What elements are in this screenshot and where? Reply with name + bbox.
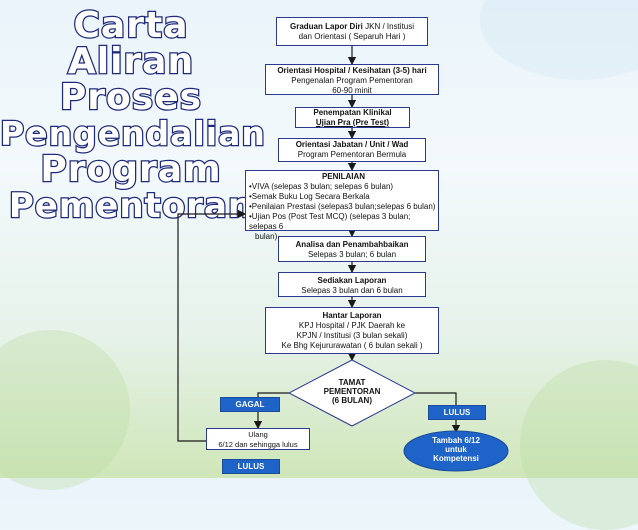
hantar-line4: Ke Bhg Kejururawatan ( 6 bulan sekali ): [281, 341, 423, 350]
decision-line2: PEMENTORAN: [323, 387, 381, 396]
graduan-line2: dan Orientasi ( Separuh Hari ): [298, 32, 406, 41]
hantar-line1: Hantar Laporan: [322, 311, 382, 320]
arrow: [253, 392, 289, 430]
lulus-bottom-label: LULUS: [222, 459, 280, 474]
graduan-line1: JKN / Institusi: [362, 22, 415, 31]
chart-title: Carta Aliran Proses Pengendalian Program…: [0, 5, 266, 226]
ulang-line1: Ulang: [248, 430, 268, 439]
node-ulang: Ulang 6/12 dan sehingga lulus: [206, 428, 310, 450]
orientasi-jabatan-line2: Program Pementoran Bermula: [297, 150, 407, 159]
analisa-line2: Selepas 3 bulan; 6 bulan: [307, 250, 397, 259]
sediakan-line2: Selepas 3 bulan dan 6 bulan: [301, 286, 403, 295]
penilaian-item: •VIVA (selepas 3 bulan; selepas 6 bulan): [249, 182, 394, 191]
graduan-bold: Graduan Lapor Diri: [289, 22, 363, 31]
gagal-label: GAGAL: [220, 397, 280, 412]
penilaian-item: bulan): [255, 232, 278, 241]
node-penempatan: Penempatan Klinikal Ujian Pra (Pre Test): [295, 107, 410, 128]
title-line: Carta: [72, 5, 189, 46]
tambah-line1: Tambah 6/12: [432, 436, 480, 445]
orientasi-hospital-line3: 60-90 minit: [332, 86, 372, 95]
node-analisa: Analisa dan Penambahbaikan Selepas 3 bul…: [278, 236, 426, 262]
node-hantar: Hantar Laporan KPJ Hospital / PJK Daerah…: [265, 307, 439, 354]
penilaian-item: •Semak Buku Log Secara Berkala: [249, 192, 370, 201]
arrow: [177, 209, 247, 442]
title-line: Pementoran: [8, 186, 254, 226]
title-line: Aliran: [67, 41, 195, 82]
decision-line3: (6 BULAN): [332, 396, 372, 405]
analisa-line1: Analisa dan Penambahbaikan: [295, 240, 409, 249]
ulang-line2: 6/12 dan sehingga lulus: [218, 440, 298, 449]
background-leaf: [0, 330, 130, 490]
decision-text: TAMAT PEMENTORAN (6 BULAN): [312, 378, 392, 405]
title-line: Proses: [59, 77, 203, 118]
node-graduan: Graduan Lapor Diri JKN / Institusi dan O…: [276, 17, 428, 46]
decision-diamond: [287, 359, 417, 427]
penempatan-line2: Ujian Pra (Pre Test): [315, 118, 390, 127]
sediakan-line1: Sediakan Laporan: [317, 276, 387, 285]
tambah-line3: Kompetensi: [433, 454, 479, 463]
title-line: Pengendalian: [0, 114, 266, 153]
tambah-text: Tambah 6/12 untuk Kompetensi: [406, 436, 506, 463]
orientasi-jabatan-line1: Orientasi Jabatan / Unit / Wad: [295, 140, 409, 149]
node-penilaian: PENILAIAN •VIVA (selepas 3 bulan; selepa…: [245, 170, 439, 241]
hantar-line3: KPJN / Institusi (3 bulan sekali): [296, 331, 408, 340]
orientasi-hospital-line1: Orientasi Hospital / Kesihatan (3-5) har…: [277, 66, 427, 75]
penempatan-line1: Penempatan Klinikal: [313, 108, 392, 117]
title-line: Program: [39, 149, 222, 190]
decision-line1: TAMAT: [338, 378, 366, 387]
penilaian-item: •Penilaian Prestasi (selepas3 bulan;sele…: [249, 202, 436, 211]
hantar-line2: KPJ Hospital / PJK Daerah ke: [298, 321, 406, 330]
penilaian-item: •Ujian Pos (Post Test MCQ) (selepas 3 bu…: [249, 212, 411, 231]
tambah-ellipse: [403, 430, 509, 472]
node-orientasi-jabatan: Orientasi Jabatan / Unit / Wad Program P…: [278, 138, 426, 162]
node-sediakan: Sediakan Laporan Selepas 3 bulan dan 6 b…: [278, 272, 426, 297]
node-orientasi-hospital: Orientasi Hospital / Kesihatan (3-5) har…: [265, 64, 439, 95]
tambah-line2: untuk: [445, 445, 467, 454]
penilaian-heading: PENILAIAN: [321, 172, 366, 181]
lulus-right-label: LULUS: [428, 405, 486, 420]
flow-connectors: [177, 46, 509, 472]
orientasi-hospital-line2: Pengenalan Program Pementoran: [291, 76, 413, 85]
